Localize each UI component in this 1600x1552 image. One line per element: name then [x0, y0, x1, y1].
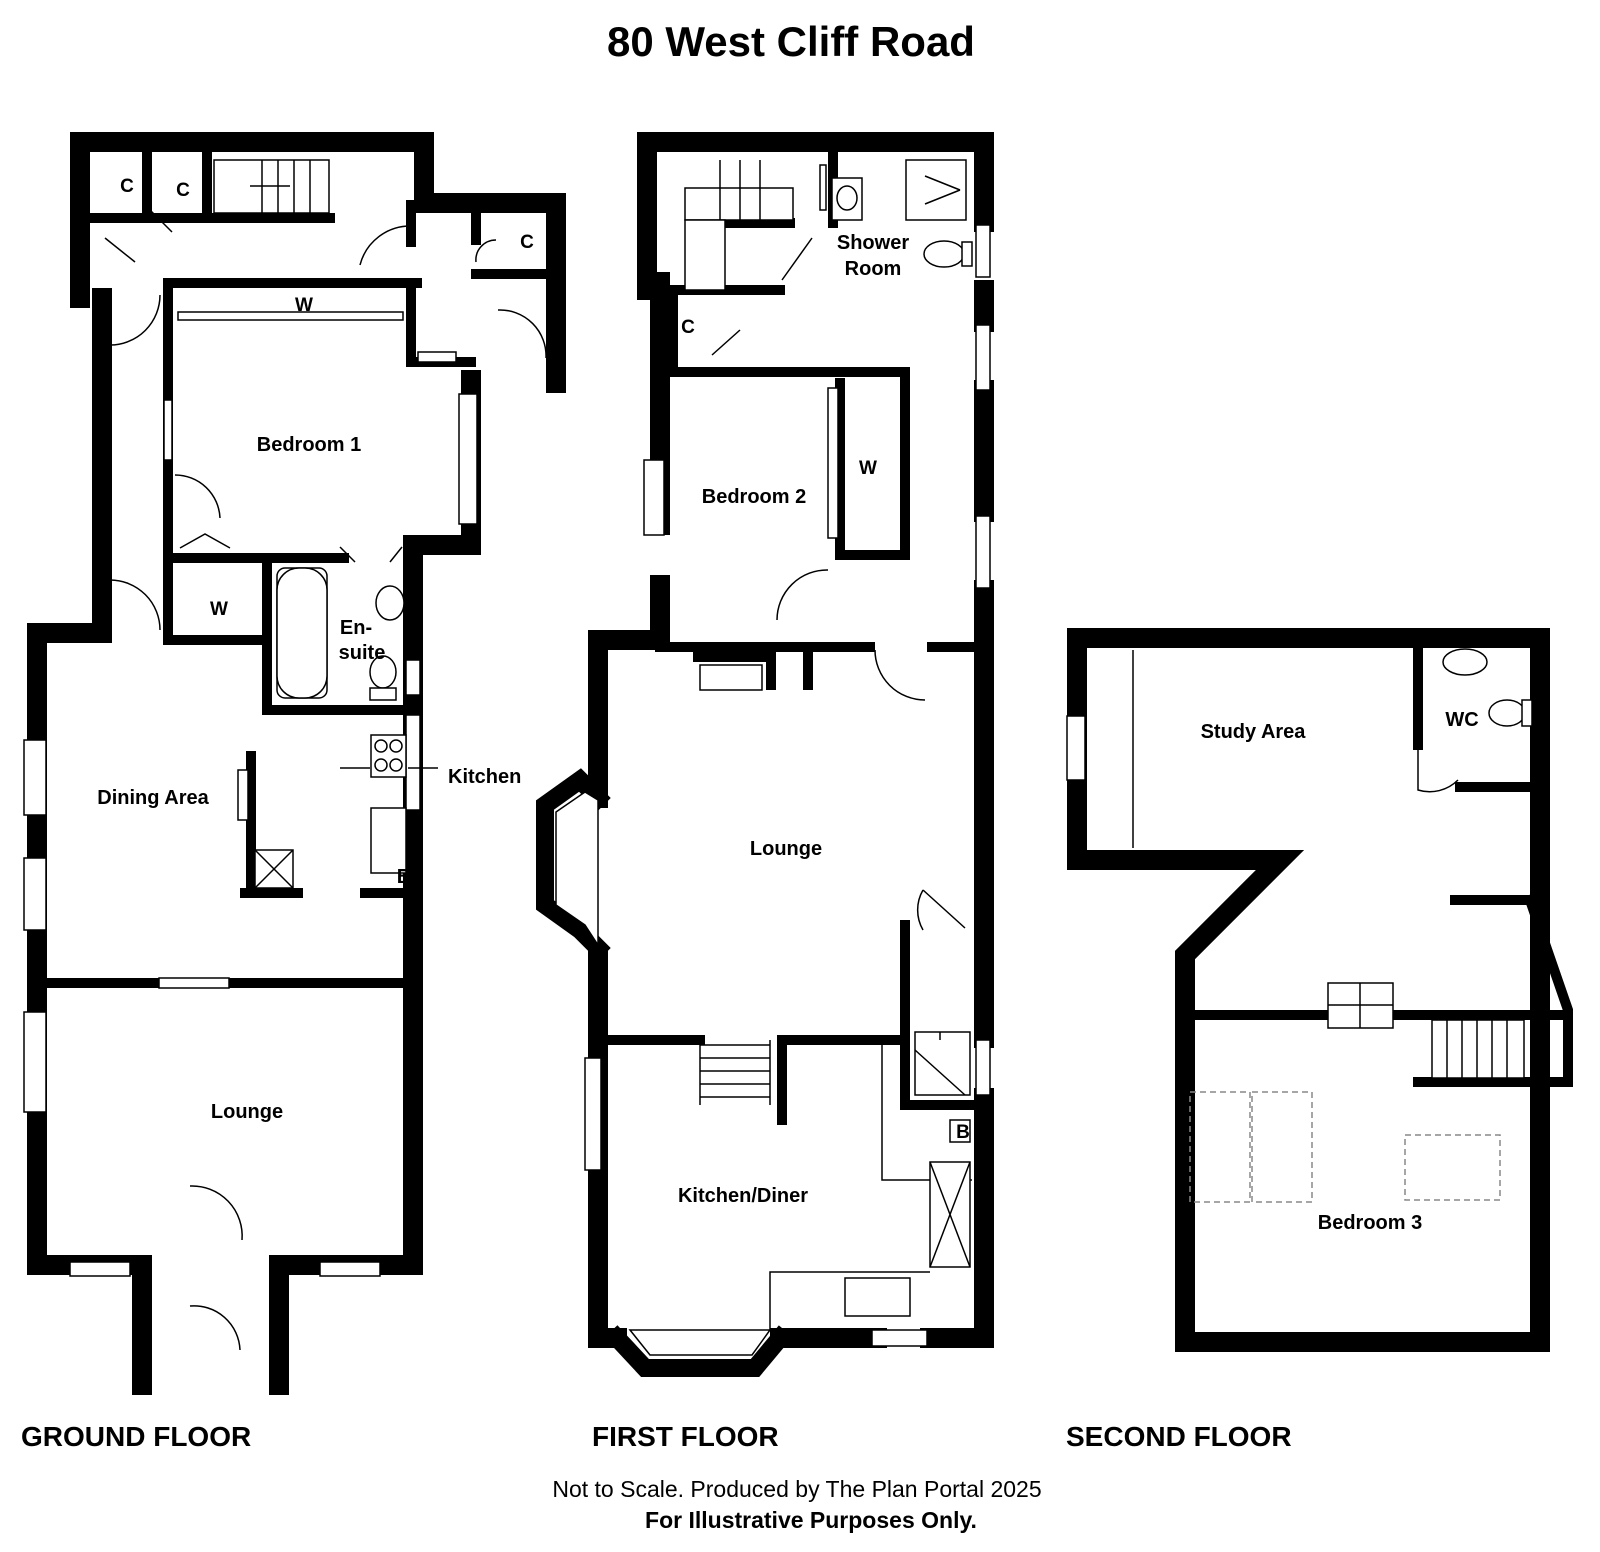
wc-label: WC — [1445, 709, 1478, 731]
second-floor-label: SECOND FLOOR — [1066, 1421, 1292, 1452]
bedroom-1-label: Bedroom 1 — [257, 434, 361, 456]
plan-title: 80 West Cliff Road — [607, 18, 975, 65]
shower-room-label-line-2: Room — [845, 258, 902, 280]
basin-icon — [375, 585, 405, 621]
shower-tray-icon — [905, 159, 967, 221]
second-fixtures — [1442, 648, 1533, 727]
bedroom-2-label: Bedroom 2 — [702, 486, 806, 508]
roof-light-1 — [1189, 1091, 1251, 1203]
ground-lounge-label: Lounge — [211, 1101, 283, 1123]
ground-stairs-icon — [213, 159, 330, 214]
dining-area-label: Dining Area — [97, 787, 209, 809]
ground-kitchen-label: Kitchen — [448, 766, 521, 788]
first-windows — [584, 164, 991, 1347]
second-basin-icon — [1442, 648, 1488, 676]
first-wardrobe-label: W — [859, 458, 877, 479]
ground-fixtures — [254, 567, 438, 889]
ground-floor-label: GROUND FLOOR — [21, 1421, 251, 1452]
ground-wardrobe-1-label: W — [295, 295, 313, 316]
second-stairs-icon — [1327, 982, 1525, 1079]
first-lounge-label: Lounge — [750, 838, 822, 860]
ground-cupboard-3-label: C — [520, 232, 534, 253]
ground-cupboard-1-label: C — [120, 176, 134, 197]
roof-light-2 — [1251, 1091, 1313, 1203]
ground-floor-plan: C C C W Bedroom 1 W En- suite Kitchen B … — [23, 132, 566, 1395]
cistern-icon — [369, 687, 397, 701]
ground-boiler-label: B — [397, 866, 411, 888]
first-cupboard-label: C — [681, 317, 695, 338]
first-floor-plan: Shower Room C Bedroom 2 W Lounge Kitchen… — [536, 132, 994, 1377]
bath-inner — [276, 567, 328, 699]
second-doors — [1417, 745, 1459, 793]
kitchen-diner-label: Kitchen/Diner — [678, 1185, 808, 1207]
roof-light-3 — [1404, 1134, 1501, 1201]
footer-disclaimer: Not to Scale. Produced by The Plan Porta… — [552, 1476, 1041, 1502]
ground-doors — [104, 209, 547, 1351]
ensuite-label-line-2: suite — [339, 642, 386, 664]
ground-cupboard-2-label: C — [176, 180, 190, 201]
first-floor-label: FIRST FLOOR — [592, 1421, 779, 1452]
first-sink-icon — [844, 1277, 911, 1317]
ground-windows — [23, 311, 478, 1277]
ground-wardrobe-2-label: W — [210, 599, 228, 620]
first-fixtures — [699, 159, 973, 1330]
first-toilet-icon — [923, 240, 965, 268]
bedroom-3-label: Bedroom 3 — [1318, 1212, 1422, 1234]
shower-room-label-line-1: Shower — [837, 232, 909, 254]
first-stairs-icon — [684, 160, 971, 1105]
second-toilet-icon — [1488, 699, 1526, 727]
ensuite-label-line-1: En- — [340, 617, 372, 639]
fireplace-icon — [699, 664, 763, 691]
second-floor-plan: Study Area WC Bedroom 3 — [1066, 628, 1573, 1352]
first-doors — [711, 237, 966, 931]
study-area-label: Study Area — [1201, 721, 1307, 743]
second-windows — [1066, 650, 1501, 1203]
first-boiler-label: B — [956, 1122, 970, 1143]
sink-icon — [370, 807, 407, 874]
footer-purpose: For Illustrative Purposes Only. — [645, 1507, 977, 1533]
